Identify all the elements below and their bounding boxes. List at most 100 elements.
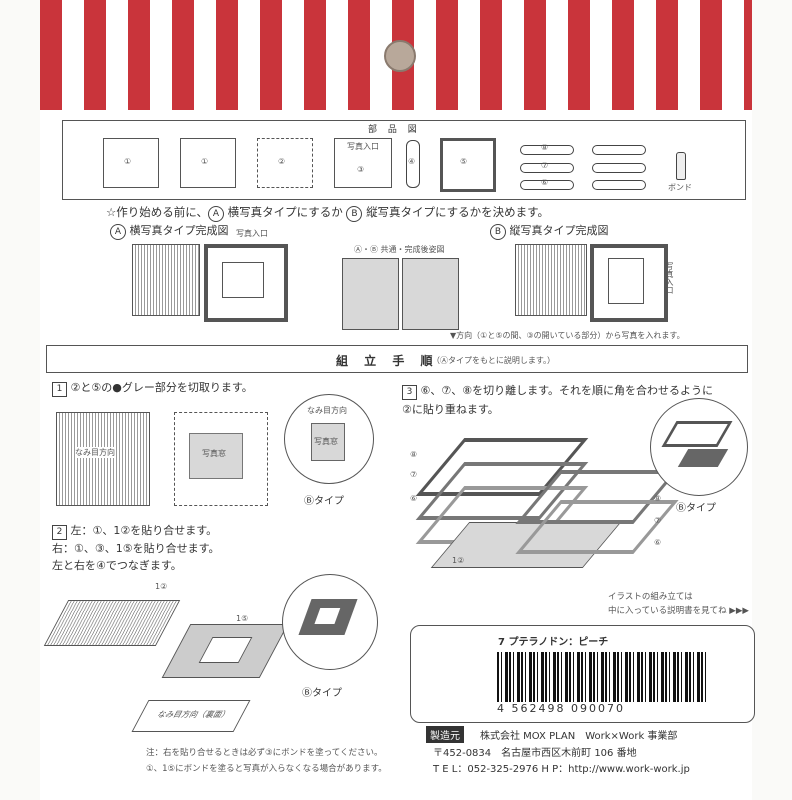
part-4: ④ [406, 140, 420, 188]
step-1-text: 1 ②と⑤の●グレー部分を切取ります。 [52, 379, 253, 397]
step-3-label-6: ⑥ [410, 494, 418, 503]
assembly-note: （Ⓐタイプをもとに説明します。） [432, 356, 556, 365]
step-3-line-1: ⑥、⑦、⑧を切り離します。それを順に角を合わせるように [420, 384, 713, 397]
maker-company: 株式会社 MOX PLAN Work×Work 事業部 [480, 731, 678, 742]
bond-bottle-icon [676, 152, 686, 180]
barcode [497, 652, 709, 702]
part-6-bar-b [592, 180, 646, 190]
maker-contact: T E L：052-325-2976 H P：http://www.work-w… [433, 764, 690, 775]
intro-text: ☆作り始める前に、A 横写真タイプにするか B 縦写真タイプにするかを決めます。 [106, 204, 549, 222]
step-2-detail-circle [282, 574, 378, 670]
type-b-right-panel [590, 244, 668, 322]
step-2-detail-frame [298, 599, 358, 635]
step-1-window-label: 写真窓 [202, 449, 226, 458]
step-1-detail-circle: なみ目方向 写真窓 [284, 394, 374, 484]
step-1-detail-grain: なみ目方向 [307, 406, 347, 415]
barcode-number: 4 562498 090070 [497, 702, 625, 715]
step-3-btype-label: Ⓑタイプ [676, 503, 716, 514]
part-3: 写真入口 ③ [334, 138, 392, 188]
part-2-label: ② [278, 157, 286, 166]
step-1-part-1: なみ目方向 [56, 412, 150, 506]
part-8-bar-a: ⑧ [520, 143, 574, 155]
step-1-instruction: ②と⑤の●グレー部分を切取ります。 [70, 381, 253, 394]
step-3-text: 3 ⑥、⑦、⑧を切り離します。それを順に角を合わせるように ②に貼り重ねます。 [402, 381, 713, 419]
step-1-btype-label: Ⓑタイプ [304, 496, 344, 507]
part-4-label: ④ [408, 157, 416, 166]
step-1-grain-label: なみ目方向 [75, 447, 115, 458]
step-2-detail-window [314, 608, 341, 624]
step-3-right-label-7: ⑦ [654, 516, 662, 525]
part-5: ⑤ [440, 138, 496, 192]
step-3-note-2: 中に入っている説明書を見てね ▶▶▶ [608, 606, 749, 616]
step-2-right-window [198, 637, 253, 663]
step-2-part-12-label: 1② [155, 582, 168, 591]
step-1-detail-window: 写真窓 [311, 423, 345, 461]
step-2-part-15-label: 1⑤ [236, 614, 249, 623]
type-a-title: 横写真タイプ完成図 [129, 224, 229, 237]
step-2-text: 2 左：①、1②を貼り合せます。 右：①、③、1⑤を貼り合せます。 左と右を④で… [52, 522, 312, 574]
intro-a-mark: A [207, 206, 224, 222]
step-3-label-8: ⑧ [410, 450, 418, 459]
product-name: 7 プテラノドン：ピーチ [498, 637, 609, 648]
maker-label: 製造元 [426, 726, 464, 743]
part-1-left: ① [103, 138, 159, 188]
step-2-line-1: 左：①、1②を貼り合せます。 [70, 524, 218, 537]
step-1-part-2: 写真窓 [174, 412, 268, 506]
step-3-number: 3 [402, 385, 417, 400]
parts-header: 部 品 図 [368, 125, 421, 135]
part-6-bar-a: ⑥ [520, 178, 574, 190]
step-1-detail-window-label: 写真窓 [314, 437, 338, 446]
step-1-number: 1 [52, 382, 67, 397]
back-view-left [342, 258, 399, 330]
type-a-photo-window [222, 262, 264, 298]
type-b-mark: B [490, 224, 506, 240]
parts-diagram-frame [62, 120, 746, 200]
maker-address: 〒452-0834 名古屋市西区木前町 106 番地 [433, 748, 637, 759]
type-b-left-panel [515, 244, 587, 316]
part-1-label: ① [124, 157, 132, 166]
step-3-label-7: ⑦ [410, 470, 418, 479]
type-b-heading: B 縦写真タイプ完成図 [490, 222, 609, 240]
type-a-mark: A [110, 224, 126, 240]
step-2-line-3: 左と右を④でつなぎます。 [52, 559, 182, 572]
type-b-entry-label: 写真入口 [665, 262, 674, 294]
bond-label: ボンド [668, 183, 692, 192]
step-3-part-2-label: 1② [452, 556, 465, 565]
step-3-line-2: ②に貼り重ねます。 [402, 403, 499, 416]
step-2-number: 2 [52, 525, 67, 540]
part-8-bar-b [592, 145, 646, 155]
intro-mid: 横写真タイプにするか [227, 205, 343, 219]
part-7-bar-b [592, 163, 646, 173]
common-back-label: Ⓐ・Ⓑ 共通・完成後姿図 [354, 245, 445, 254]
part-7-label: ⑦ [541, 161, 549, 170]
part-3-label: ③ [357, 165, 365, 174]
footer-note-1: 注：右を貼り合せるときは必ず③にボンドを塗ってください。 [146, 748, 383, 758]
step-1-cut-area: 写真窓 [189, 433, 243, 479]
part-3-entry-label: 写真入口 [347, 142, 379, 151]
part-5-label: ⑤ [460, 157, 468, 166]
step-3-detail-circle [650, 398, 748, 496]
part-1b-label: ① [201, 157, 209, 166]
type-b-title: 縦写真タイプ完成図 [509, 224, 609, 237]
type-a-left-panel [132, 244, 200, 316]
step-3-note-1: イラストの組み立ては [608, 592, 693, 602]
step-3-detail-base [677, 449, 729, 467]
step-3-detail-frame [661, 421, 733, 447]
step-3-right-label-6: ⑥ [654, 538, 662, 547]
direction-note: ▼方向（①と⑤の間、③の開いている部分）から写真を入れます。 [450, 331, 685, 340]
step-3-right-label-8: ⑧ [654, 494, 662, 503]
intro-prefix: ☆作り始める前に、 [106, 205, 208, 219]
step-2-btype-label: Ⓑタイプ [302, 688, 342, 699]
intro-end: 縦写真タイプにするかを決めます。 [366, 205, 550, 219]
type-a-entry-label: 写真入口 [236, 229, 268, 238]
type-b-photo-window [608, 258, 644, 304]
hang-hole [384, 40, 416, 72]
step-2-line-2: 右：①、③、1⑤を貼り合せます。 [52, 542, 220, 555]
assembly-title: 組 立 手 順 [336, 354, 439, 368]
part-2: ② [257, 138, 313, 188]
step-2-grain-back-label: なみ目方向（裏面） [155, 710, 233, 719]
footer-note-2: ①、1⑤にボンドを塗ると写真が入らなくなる場合があります。 [146, 764, 387, 774]
assembly-heading-bar [46, 345, 748, 373]
part-6-label: ⑥ [541, 178, 549, 187]
